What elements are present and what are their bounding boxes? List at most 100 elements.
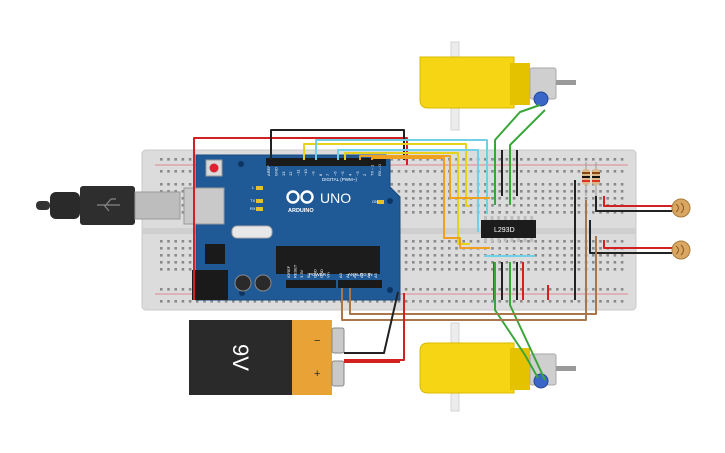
breadboard-hole bbox=[419, 183, 422, 186]
breadboard-hole bbox=[462, 288, 465, 291]
breadboard-hole bbox=[455, 288, 458, 291]
breadboard-hole bbox=[577, 240, 581, 243]
breadboard-hole bbox=[527, 300, 530, 303]
breadboard-hole bbox=[174, 268, 177, 271]
breadboard-hole bbox=[390, 183, 393, 186]
breadboard-hole bbox=[563, 170, 566, 173]
breadboard-hole bbox=[419, 247, 422, 250]
breadboard-hole bbox=[433, 158, 437, 161]
breadboard-hole bbox=[577, 204, 581, 207]
pin-label: Vin bbox=[326, 272, 331, 278]
breadboard-hole bbox=[448, 268, 451, 271]
breadboard-hole bbox=[606, 170, 609, 173]
ic-pin bbox=[523, 238, 527, 242]
breadboard-hole bbox=[534, 254, 537, 257]
breadboard-hole bbox=[455, 183, 458, 186]
pin-label: GND bbox=[312, 269, 317, 278]
breadboard-hole bbox=[505, 197, 509, 200]
breadboard-hole bbox=[570, 204, 573, 207]
breadboard-hole bbox=[505, 183, 509, 186]
breadboard-hole bbox=[548, 288, 552, 291]
breadboard-hole bbox=[440, 190, 444, 193]
ic-pin bbox=[530, 238, 534, 242]
on-led bbox=[377, 200, 384, 204]
breadboard-hole bbox=[433, 211, 437, 214]
breadboard-hole bbox=[491, 183, 494, 186]
breadboard-hole bbox=[599, 247, 602, 250]
breadboard-hole bbox=[296, 300, 300, 303]
breadboard-hole bbox=[174, 300, 177, 303]
ic-pin bbox=[510, 216, 514, 220]
breadboard-hole bbox=[498, 204, 501, 207]
power-jack bbox=[192, 270, 228, 300]
breadboard-hole bbox=[527, 240, 530, 243]
breadboard-hole bbox=[570, 247, 573, 250]
breadboard-hole bbox=[440, 261, 444, 264]
breadboard-hole bbox=[505, 268, 509, 271]
breadboard-hole bbox=[548, 247, 552, 250]
breadboard-hole bbox=[224, 300, 228, 303]
breadboard-hole bbox=[620, 158, 624, 161]
breadboard-hole bbox=[412, 197, 415, 200]
breadboard-hole bbox=[491, 190, 494, 193]
pin-label: A1 bbox=[345, 272, 350, 278]
breadboard-hole bbox=[620, 268, 624, 271]
breadboard-hole bbox=[419, 211, 422, 214]
dc-motor-top bbox=[419, 41, 576, 131]
pin-label: A5 bbox=[373, 272, 378, 278]
breadboard-hole bbox=[469, 211, 473, 214]
breadboard-hole bbox=[563, 261, 566, 264]
breadboard-hole bbox=[592, 197, 595, 200]
breadboard-hole bbox=[167, 268, 170, 271]
breadboard-hole bbox=[426, 204, 429, 207]
breadboard-hole bbox=[527, 190, 530, 193]
breadboard-hole bbox=[325, 300, 329, 303]
ic-pin bbox=[497, 216, 501, 220]
breadboard-hole bbox=[412, 170, 415, 173]
breadboard-hole bbox=[181, 268, 185, 271]
breadboard-hole bbox=[455, 190, 458, 193]
breadboard-hole bbox=[239, 300, 242, 303]
breadboard-hole bbox=[174, 190, 177, 193]
breadboard-hole bbox=[462, 211, 465, 214]
breadboard-hole bbox=[361, 300, 365, 303]
breadboard-hole bbox=[606, 254, 609, 257]
breadboard-hole bbox=[167, 158, 170, 161]
breadboard-hole bbox=[563, 240, 566, 243]
breadboard-hole bbox=[520, 268, 523, 271]
pin-label: ~6 bbox=[333, 171, 338, 176]
breadboard-hole bbox=[512, 197, 516, 200]
breadboard-hole bbox=[404, 190, 408, 193]
breadboard-hole bbox=[426, 190, 429, 193]
wire-red-right-bottom bbox=[603, 240, 620, 249]
wire-yellow-2 bbox=[344, 152, 470, 245]
breadboard-hole bbox=[404, 247, 408, 250]
breadboard-hole bbox=[160, 170, 163, 173]
breadboard-hole bbox=[433, 240, 437, 243]
breadboard-hole bbox=[484, 170, 487, 173]
breadboard-hole bbox=[412, 300, 415, 303]
ic-pin bbox=[490, 216, 494, 220]
pin-label: ~10 bbox=[303, 168, 308, 176]
wires bbox=[193, 104, 620, 381]
l293d-pins bbox=[484, 216, 534, 242]
battery-minus-label: − bbox=[314, 335, 320, 347]
breadboard-hole bbox=[469, 300, 473, 303]
breadboard-hole bbox=[620, 261, 624, 264]
breadboard-hole bbox=[397, 190, 401, 193]
breadboard-hole bbox=[563, 158, 566, 161]
breadboard-hole bbox=[577, 158, 581, 161]
breadboard-hole bbox=[520, 288, 523, 291]
breadboard-hole bbox=[268, 300, 271, 303]
ic-pin bbox=[523, 216, 527, 220]
breadboard-hole bbox=[620, 211, 624, 214]
pin-label: A0 bbox=[338, 272, 343, 278]
ic-pin bbox=[510, 238, 514, 242]
breadboard-hole bbox=[599, 204, 602, 207]
breadboard-hole bbox=[448, 240, 451, 243]
model-label: UNO bbox=[320, 190, 351, 206]
breadboard-hole bbox=[469, 268, 473, 271]
breadboard-hole bbox=[556, 204, 559, 207]
